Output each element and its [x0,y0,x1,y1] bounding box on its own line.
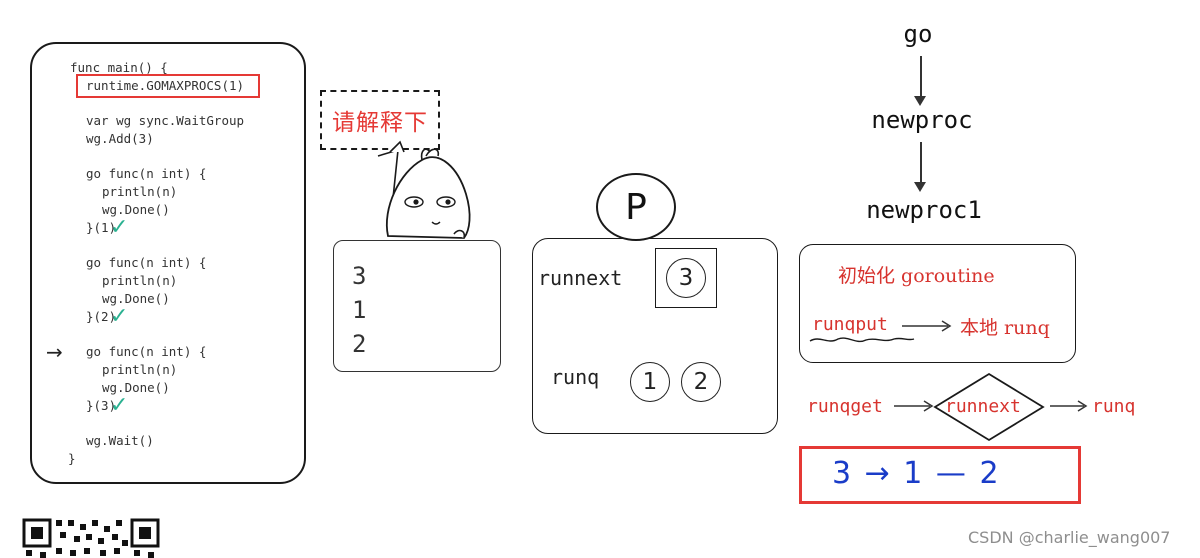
runnext-decision-label: runnext [945,396,1021,417]
speech-bubble: 请解释下 [320,90,440,150]
code-line-done-3: wg.Done() [102,380,170,395]
speech-bubble-text: 请解释下 [332,110,428,136]
output-value-3: 2 [352,330,367,358]
code-line-println-1: println(n) [102,184,178,199]
code-line-go-func-2: go func(n int) { [86,255,207,270]
code-line-func-main: func main() { [70,60,168,75]
arrow-to-runnext-decision [894,400,934,412]
runnext-decision-diamond [933,372,1045,442]
flow-step-newproc: newproc [871,106,973,134]
flow-arrow-line-2 [920,142,922,184]
code-line-println-3: println(n) [102,362,178,377]
init-box [799,244,1076,363]
qr-code-icon [22,518,160,558]
csdn-watermark: CSDN @charlie_wang007 [968,528,1171,547]
code-line-close-2: }(2) [86,309,117,324]
flow-arrowhead-1 [914,96,926,106]
code-line-wg-wait: wg.Wait() [86,433,154,448]
p-node: P [596,173,676,241]
runq-goroutine-2: 2 [681,362,721,402]
output-value-1: 3 [352,262,367,290]
code-line-waitgroup: var wg sync.WaitGroup [86,113,245,128]
runnext-label: runnext [538,266,623,290]
code-line-done-1: wg.Done() [102,202,170,217]
runnext-goroutine: 3 [666,258,706,298]
p-node-label: P [625,186,647,228]
flow-step-go: go [903,20,933,48]
code-line-gomaxprocs: runtime.GOMAXPROCS(1) [86,78,245,93]
code-line-done-2: wg.Done() [102,291,170,306]
code-line-println-2: println(n) [102,273,178,288]
flow-arrowhead-2 [914,182,926,192]
p-struct-box [532,238,778,434]
code-panel [30,42,306,484]
mascot-icon [377,140,471,239]
check-mark-1: ✓ [110,215,129,240]
code-line-go-func-3: go func(n int) { [86,344,207,359]
flow-step-newproc1: newproc1 [866,196,982,224]
runqput-label: runqput [812,314,888,335]
arrow-to-runq [1050,400,1088,412]
answer-box [799,446,1081,504]
runnext-goroutine-id: 3 [678,265,694,291]
init-goroutine-label: 初始化 goroutine [838,265,995,287]
runq-goroutine-1: 1 [630,362,670,402]
runq-goroutine-2-id: 2 [693,369,709,395]
check-mark-3: ✓ [110,393,129,418]
runq-target-label: runq [1092,396,1136,417]
output-box [333,240,501,372]
local-runq-label: 本地 runq [960,317,1050,339]
pointer-arrow: → [46,340,63,364]
output-value-2: 1 [352,296,367,324]
runq-label: runq [551,365,600,389]
runnext-slot [655,248,717,308]
code-line-wg-add: wg.Add(3) [86,131,154,146]
runq-goroutine-1-id: 1 [642,369,658,395]
flow-arrow-line-1 [920,56,922,98]
scribble-underline-icon [809,337,915,343]
gomaxprocs-highlight [76,74,260,98]
code-line-close-main: } [68,451,76,466]
code-line-close-1: }(1) [86,220,117,235]
check-mark-2: ✓ [110,304,129,329]
arrow-to-local-runq [902,320,952,332]
runqget-label: runqget [807,396,883,417]
execution-order-answer: 3 → 1 — 2 [832,456,1001,491]
code-line-close-3: }(3) [86,398,117,413]
code-line-go-func-1: go func(n int) { [86,166,207,181]
